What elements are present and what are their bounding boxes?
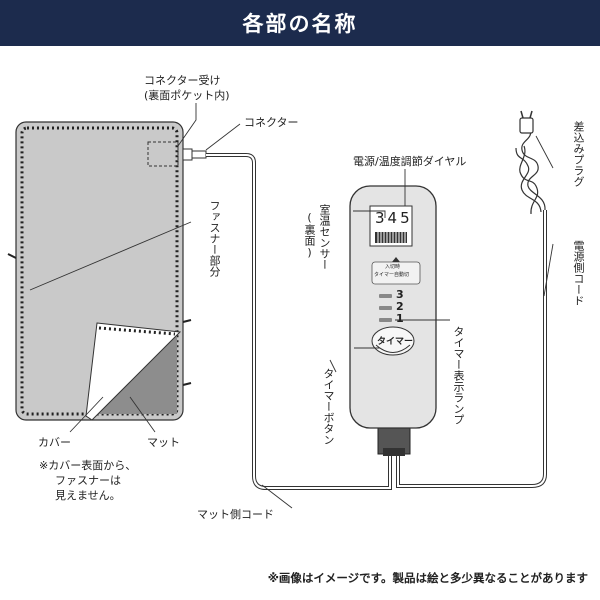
cover-label: カバー [38,436,71,449]
lamp-level-1: 1 [396,312,404,325]
connector-receiver-label: コネクター受け [144,74,221,87]
plug-label: 差込みプラグ [572,121,585,187]
lamp-level-3: 3 [396,288,404,301]
timer-panel-text1: 入切時 [385,264,401,270]
controller-illustration [349,185,437,456]
disclaimer-text: ※画像はイメージです。製品は絵と多少異なることがあります [267,571,588,585]
connector-illustration [182,148,207,161]
connector-label: コネクター [244,116,299,129]
mat-label: マット [147,436,180,449]
timer-lamp-label: タイマー表示ランプ [452,326,465,425]
timer-panel-text2: タイマー自動切 [374,272,410,278]
mat-cord-label: マット側コード [197,508,274,521]
connector-receiver-sub-label: (裏面ポケット内) [144,89,230,102]
timer-button[interactable]: タイマー [377,337,414,347]
power-temp-dial-label: 電源/温度調節ダイヤル [353,155,467,168]
power-cord-label: 電源側コード [572,240,585,306]
lamp-level-2: 2 [396,300,404,313]
dial-numbers: 345 [375,209,413,227]
note-line-1: ※カバー表面から、 [39,459,137,472]
mat-illustration [7,121,192,421]
room-temp-sensor-label: 室温センサー [318,204,331,270]
note-line-2: ファスナーは [55,474,121,487]
page-title: 各部の名称 [0,0,600,46]
plug-illustration [515,110,546,215]
fastener-label: ファスナー部分 [208,200,221,277]
note-line-3: 見えません。 [55,489,121,502]
room-temp-sensor-sub-label: (裏面) [303,211,316,259]
timer-button-label: タイマーボタン [322,368,335,445]
